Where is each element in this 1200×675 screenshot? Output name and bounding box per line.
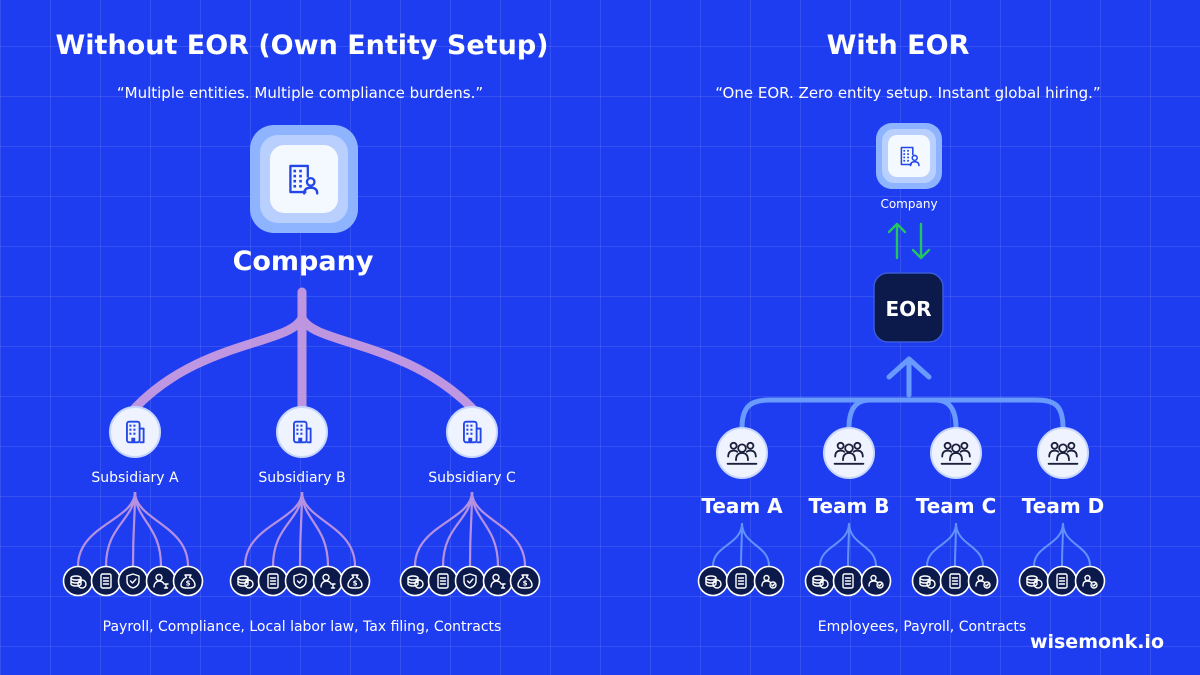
subsidiary-a-label: Subsidiary A (91, 470, 179, 486)
left-company-label: Company (232, 246, 374, 277)
right-panel-quote: “One EOR. Zero entity setup. Instant glo… (715, 84, 1101, 102)
right-caption: Employees, Payroll, Contracts (817, 619, 1027, 635)
right-panel-title: With EOR (826, 30, 970, 61)
team-d-coins-icon (1018, 565, 1050, 597)
team-b-coins-icon (804, 565, 836, 597)
team-c-label: Team C (915, 494, 997, 518)
subsidiary-a-person-law-icon (145, 565, 177, 597)
subsidiary-b-label: Subsidiary B (258, 470, 346, 486)
subsidiary-c-coins-icon (399, 565, 431, 597)
team-d-employees-icon (1074, 565, 1106, 597)
subsidiary-b-document-icon (257, 565, 289, 597)
subsidiary-b-money-bag-icon: $ (339, 565, 371, 597)
subsidiary-c-label: Subsidiary C (428, 470, 516, 486)
team-a-coins-icon (697, 565, 729, 597)
team-d-document-icon (1046, 565, 1078, 597)
subsidiary-b-shield-icon (284, 565, 316, 597)
team-c-coins-icon (911, 565, 943, 597)
left-panel-title: Without EOR (Own Entity Setup) (55, 30, 549, 61)
subsidiary-a-icon (109, 406, 161, 458)
left-caption: Payroll, Compliance, Local labor law, Ta… (102, 619, 502, 635)
team-d-label: Team D (1021, 494, 1105, 518)
subsidiary-b-coins-icon (229, 565, 261, 597)
left-panel-quote: “Multiple entities. Multiple compliance … (116, 84, 484, 102)
right-company-label: Company (880, 197, 938, 211)
team-b-document-icon (832, 565, 864, 597)
left-company-branches (130, 287, 477, 413)
eor-label: EOR (885, 297, 931, 321)
team-d-icon (1037, 427, 1089, 479)
right-company-icon (876, 123, 942, 189)
right-leaf-connectors (712, 522, 1091, 567)
subsidiary-c-icon (446, 406, 498, 458)
subsidiary-a-coins-icon (62, 565, 94, 597)
sync-arrows-icon (887, 222, 931, 260)
subsidiary-c-document-icon (427, 565, 459, 597)
subsidiary-a-money-bag-icon: $ (172, 565, 204, 597)
team-b-employees-icon (860, 565, 892, 597)
left-company-icon (250, 125, 358, 233)
svg-text:$: $ (186, 580, 191, 588)
team-a-employees-icon (753, 565, 785, 597)
subsidiary-b-person-law-icon (312, 565, 344, 597)
subsidiary-c-shield-icon (454, 565, 486, 597)
team-b-label: Team B (808, 494, 890, 518)
left-leaf-connectors (76, 491, 527, 567)
svg-text:$: $ (523, 580, 528, 588)
team-a-label: Team A (701, 494, 783, 518)
subsidiary-a-shield-icon (117, 565, 149, 597)
eor-box: EOR (873, 272, 944, 343)
subsidiary-c-person-law-icon (482, 565, 514, 597)
team-a-document-icon (725, 565, 757, 597)
team-c-employees-icon (967, 565, 999, 597)
svg-text:$: $ (353, 580, 358, 588)
team-a-icon (716, 427, 768, 479)
right-team-branches (739, 356, 1066, 431)
subsidiary-a-document-icon (90, 565, 122, 597)
subsidiary-c-money-bag-icon: $ (509, 565, 541, 597)
subsidiary-b-icon (276, 406, 328, 458)
team-c-icon (930, 427, 982, 479)
brand-logo-text: wisemonk.io (1029, 631, 1164, 653)
team-c-document-icon (939, 565, 971, 597)
team-b-icon (823, 427, 875, 479)
